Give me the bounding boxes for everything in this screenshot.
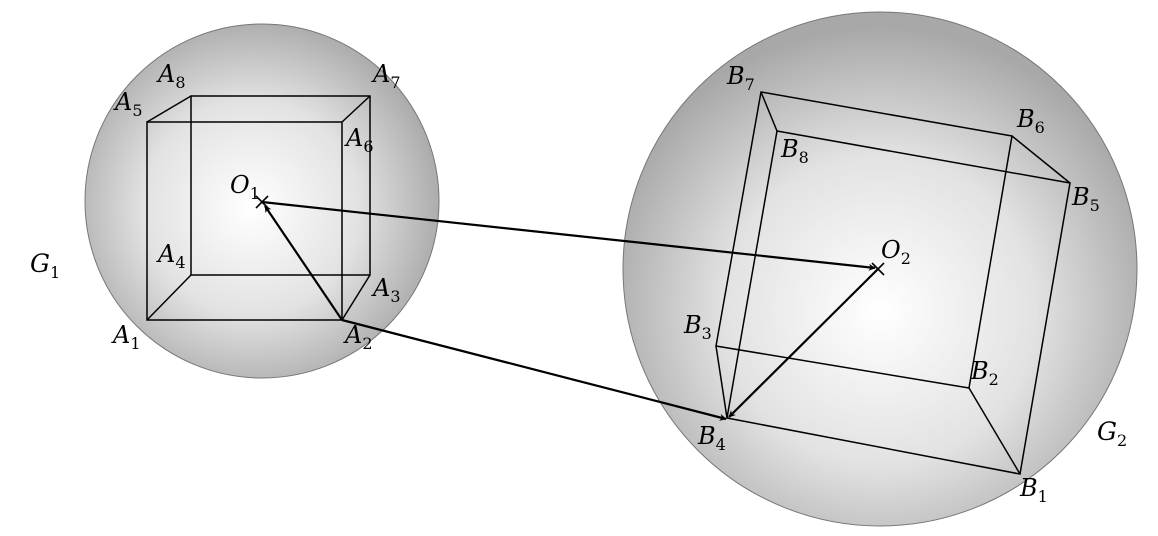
vertex-b1-label: B1 xyxy=(1019,474,1048,506)
vertex-a4-label: A4 xyxy=(156,240,186,272)
sphere-g2 xyxy=(622,11,1138,527)
arrow-o2-to-b4 xyxy=(728,268,879,418)
vertex-a8-label: A8 xyxy=(156,60,186,92)
vertex-b5-label: B5 xyxy=(1071,183,1100,215)
arrow-o1-to-o2 xyxy=(261,200,876,271)
vertex-a6-label: A6 xyxy=(344,124,374,156)
vertex-b8-label: B8 xyxy=(780,135,809,167)
vertex-b7-label: B7 xyxy=(726,62,755,94)
vertex-a1-label: A1 xyxy=(111,321,141,353)
vertex-a5-label: A5 xyxy=(113,88,143,120)
center-o2-marker xyxy=(871,262,885,276)
vertex-b2-label: B2 xyxy=(970,357,999,389)
sphere-g1-label: G1 xyxy=(30,249,60,282)
arrow-a2-to-o1 xyxy=(264,205,343,321)
mapping-arrows xyxy=(261,200,879,421)
cube-b xyxy=(715,91,1071,475)
center-o1-label: O1 xyxy=(230,171,260,203)
arrow-a2-to-b4 xyxy=(341,318,727,421)
cube-a xyxy=(146,95,371,321)
center-o1-marker xyxy=(255,195,269,209)
center-o2-label: O2 xyxy=(881,236,911,268)
vertex-b4-label: B4 xyxy=(697,422,726,454)
sphere-g2-label: G2 xyxy=(1097,417,1127,450)
vertex-a3-label: A3 xyxy=(371,274,401,306)
vertex-a7-label: A7 xyxy=(371,60,401,92)
vertex-b6-label: B6 xyxy=(1016,105,1045,137)
vertex-a2-label: A2 xyxy=(343,321,373,353)
vertex-b3-label: B3 xyxy=(683,311,712,343)
